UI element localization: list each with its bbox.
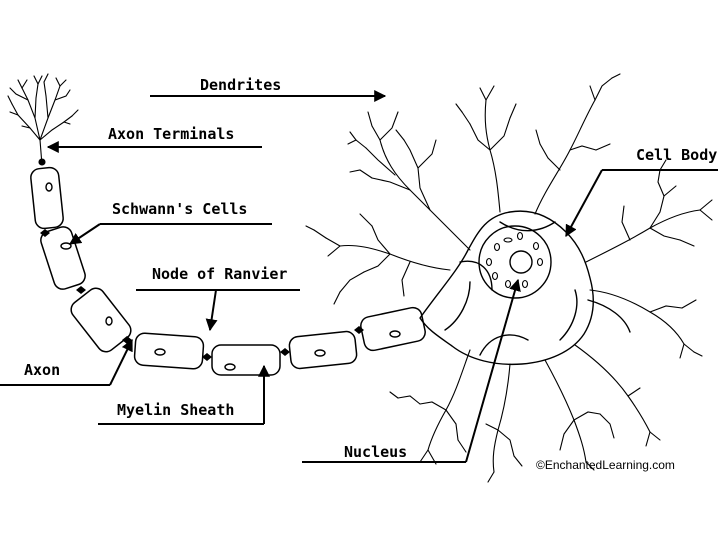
- label-axon: Axon: [24, 361, 60, 379]
- label-myelin-sheath: Myelin Sheath: [117, 401, 234, 419]
- nucleus-drawing: [478, 225, 552, 299]
- node-of-ranvier: [354, 326, 364, 334]
- schwann-cell: [133, 332, 205, 370]
- schwann-cell: [211, 344, 281, 376]
- label-axon-terminals: Axon Terminals: [108, 125, 234, 143]
- schwann-cell: [30, 166, 64, 230]
- label-node-of-ranvier: Node of Ranvier: [152, 265, 287, 283]
- schwann-cell: [360, 306, 426, 352]
- label-dendrites: Dendrites: [200, 76, 281, 94]
- credit-text: ©EnchantedLearning.com: [536, 458, 675, 472]
- label-schwanns-cells: Schwann's Cells: [112, 200, 247, 218]
- node-of-ranvier: [40, 229, 50, 237]
- label-cell-body: Cell Body: [636, 146, 717, 164]
- cell-body-drawing: [419, 210, 631, 366]
- node-of-ranvier: [76, 286, 86, 294]
- schwann-cell: [70, 287, 132, 353]
- node-of-ranvier: [202, 353, 212, 361]
- dendrites-drawing: [305, 73, 713, 483]
- node-of-ranvier: [280, 348, 290, 356]
- label-nucleus: Nucleus: [344, 443, 407, 461]
- axon-terminals-drawing: [7, 73, 79, 166]
